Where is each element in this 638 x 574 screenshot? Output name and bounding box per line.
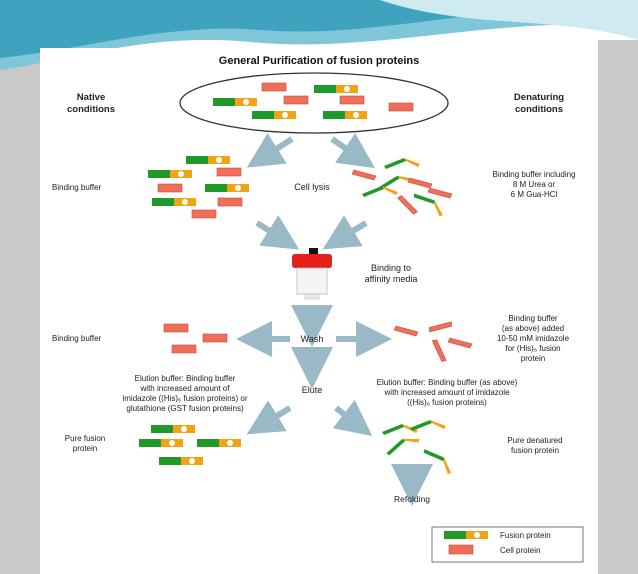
legend-fusion-label: Fusion protein — [500, 531, 551, 540]
affinity-tube-icon — [292, 248, 332, 300]
denaturing-conditions-header: Denaturing conditions — [513, 92, 565, 115]
pure-fusion-proteins — [139, 425, 241, 465]
elution-denaturing-label: Elution buffer: Binding buffer (as above… — [376, 378, 518, 407]
pure-denatured-label: Pure denatured fusion protein — [507, 436, 563, 455]
denatured-mixture — [351, 158, 453, 220]
pure-denatured-proteins — [382, 420, 456, 477]
washed-cell-proteins — [163, 323, 228, 354]
binding-buffer-label: Binding buffer — [52, 183, 102, 192]
legend — [431, 526, 584, 563]
wash-label: Wash — [300, 334, 324, 344]
diagram-title: General Purification of fusion proteins — [218, 55, 420, 67]
left-side-band — [0, 40, 40, 574]
washed-denatured-proteins — [393, 316, 473, 364]
elution-native-label: Elution buffer: Binding buffer with incr… — [122, 374, 248, 413]
native-conditions-header: Native conditions — [66, 92, 116, 115]
cell-lysate-ellipse — [179, 72, 449, 134]
legend-cell-label: Cell protein — [500, 546, 541, 555]
refolding-label: Refolding — [394, 494, 430, 504]
wash-imidazole-label: Binding buffer (as above) added 10-50 mM… — [496, 314, 570, 363]
binding-to-media-label: Binding to affinity media — [364, 263, 418, 285]
urea-binding-buffer-label: Binding buffer including 8 M Urea or 6 M… — [492, 170, 576, 199]
wash-binding-buffer-label: Binding buffer — [52, 334, 102, 343]
cell-lysis-label: Cell lysis — [294, 182, 330, 192]
lysate-proteins — [213, 82, 414, 119]
arrows — [236, 132, 433, 506]
native-mixture — [148, 156, 249, 219]
pure-fusion-label: Pure fusion protein — [64, 434, 106, 453]
right-side-band — [598, 40, 638, 574]
top-wave-light — [380, 0, 638, 40]
elute-label: Elute — [301, 385, 323, 395]
